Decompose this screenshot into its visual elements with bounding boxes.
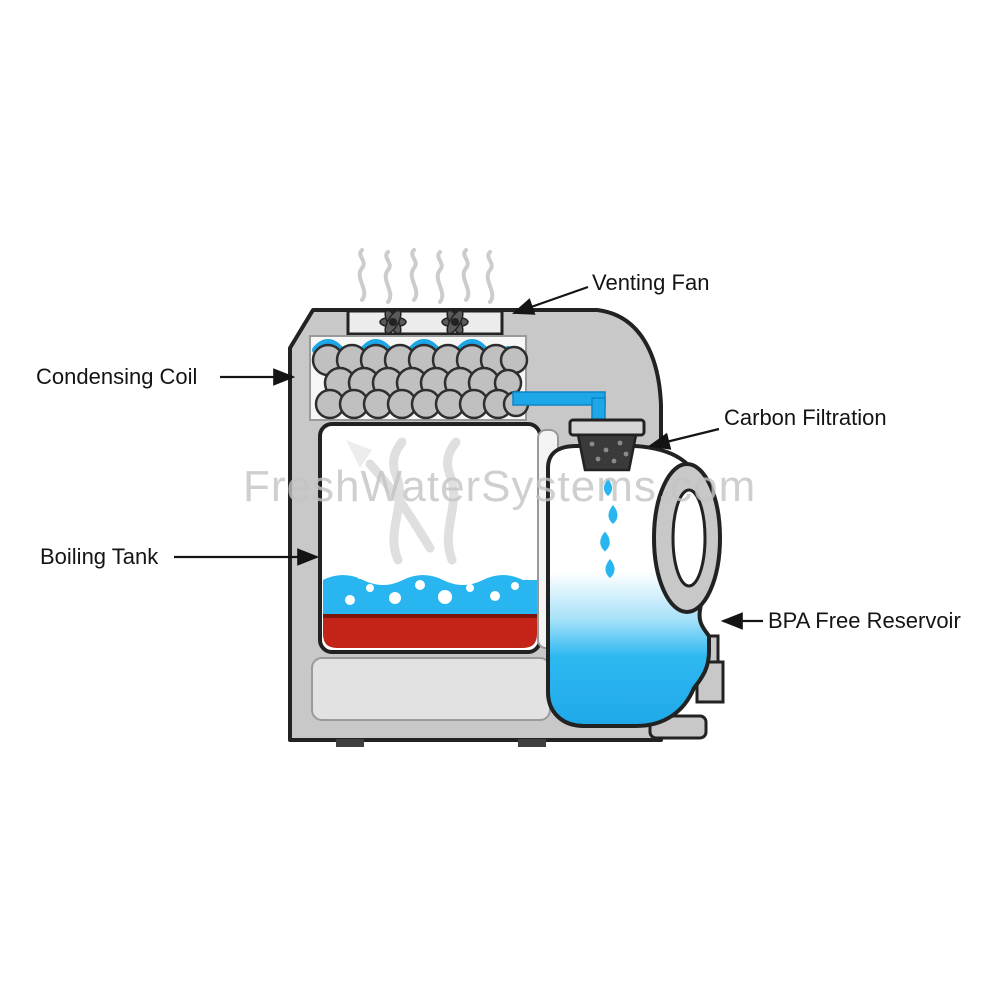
boiling-bubbles (345, 570, 519, 605)
carbon-filtration-arrow (647, 427, 720, 450)
carbon-filter (568, 418, 646, 472)
water-feed-pipe (512, 391, 606, 425)
label-bpa-free-reservoir: BPA Free Reservoir (768, 608, 961, 633)
machine-foot-left (336, 739, 364, 747)
steam-arrow-icon (346, 440, 372, 468)
machine-foot-right (518, 739, 546, 747)
machine-base-recess (311, 657, 551, 721)
condensing-coil (309, 335, 530, 421)
heating-element (323, 614, 537, 648)
label-boiling-tank: Boiling Tank (40, 544, 159, 569)
label-condensing-coil: Condensing Coil (36, 364, 198, 389)
venting-fan (346, 309, 504, 336)
boiling-tank (318, 422, 542, 654)
venting-fan-arrow (511, 285, 589, 315)
label-venting-fan: Venting Fan (592, 270, 710, 295)
tank-water (323, 575, 537, 618)
exhaust-steam-icon (357, 248, 495, 304)
callout-arrows (174, 285, 763, 630)
reservoir-handle (652, 462, 722, 614)
label-carbon-filtration: Carbon Filtration (724, 405, 887, 430)
tank-steam-icon (365, 437, 461, 565)
water-droplets (600, 478, 618, 578)
